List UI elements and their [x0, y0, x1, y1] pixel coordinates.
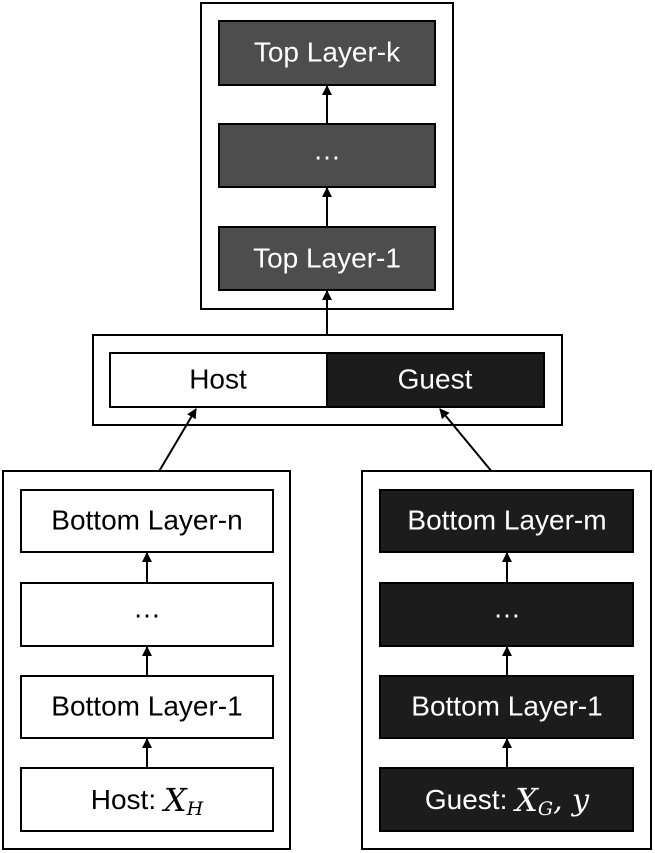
- guest-bottom-layer-1-box: [379, 675, 634, 739]
- guest-input-sub: G: [538, 798, 553, 820]
- guest-bottom-layer-1-label: Bottom Layer-1: [411, 690, 602, 721]
- host-bottom-layer-1-label: Bottom Layer-1: [51, 690, 242, 721]
- merge-host-cell: [109, 352, 328, 408]
- top-layer-k-box: [218, 20, 436, 86]
- host-input-label: Host: XH: [91, 781, 204, 821]
- guest-input-label: Guest: XG, y: [425, 781, 590, 821]
- host-bottom-layer-n-label: Bottom Layer-n: [51, 504, 242, 535]
- merge-host-label: Host: [189, 363, 247, 394]
- top-layer-ellipsis-label: …: [313, 134, 341, 165]
- host-input-sub: H: [186, 798, 204, 820]
- host-input-prefix: Host:: [91, 784, 164, 815]
- host-input-box: [20, 767, 274, 832]
- guest-bottom-layer-m-box: [379, 489, 634, 553]
- host-bottom-ellipsis-box: [20, 582, 274, 647]
- guest-input-var: X: [512, 781, 539, 819]
- guest-input-prefix: Guest:: [425, 784, 515, 815]
- guest-bottom-ellipsis-box: [379, 582, 634, 647]
- top-layer-1-box: [218, 226, 436, 291]
- host-bottom-layer-n-box: [20, 489, 274, 553]
- host-input-var: X: [161, 781, 188, 819]
- guest-bottom-ellipsis-label: …: [493, 592, 521, 623]
- merge-guest-label: Guest: [398, 363, 473, 394]
- top-layer-1-label: Top Layer-1: [253, 242, 401, 273]
- merge-guest-cell: [326, 352, 545, 408]
- top-layer-k-label: Top Layer-k: [254, 36, 401, 67]
- guest-input-extra: , y: [553, 783, 590, 818]
- guest-bottom-layer-m-label: Bottom Layer-m: [407, 504, 606, 535]
- host-bottom-ellipsis-label: …: [133, 592, 161, 623]
